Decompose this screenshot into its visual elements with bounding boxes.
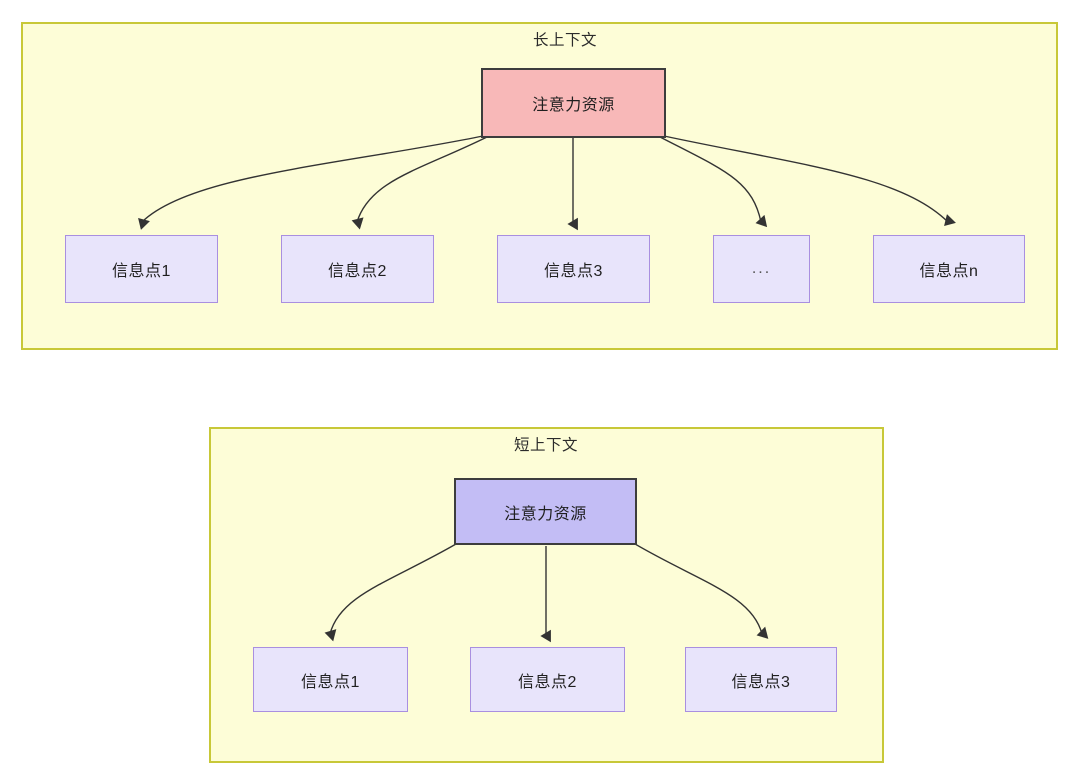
leaf-node-label: 信息点1 [112,263,171,280]
leaf-node-label: 信息点n [919,263,979,280]
group-title-short-context: 短上下文 [513,437,579,454]
leaf-node-label: 信息点3 [731,673,791,691]
leaf-node-short-1[interactable]: 信息点1 [253,647,408,712]
leaf-node-label: 信息点3 [544,263,603,280]
leaf-node-long-ellipsis[interactable]: ... [713,235,810,303]
leaf-node-long-3[interactable]: 信息点3 [497,235,650,303]
leaf-node-label: 信息点2 [518,673,577,691]
leaf-node-label: ... [751,260,772,277]
group-title-long-context: 长上下文 [532,32,598,49]
root-node-long-context[interactable]: 注意力资源 [481,68,666,138]
root-node-short-context[interactable]: 注意力资源 [454,478,637,545]
leaf-node-short-3[interactable]: 信息点3 [685,647,837,712]
leaf-node-label: 信息点1 [301,673,360,691]
leaf-node-long-n[interactable]: 信息点n [873,235,1025,303]
root-node-label: 注意力资源 [532,97,615,114]
leaf-node-short-2[interactable]: 信息点2 [470,647,625,712]
leaf-node-long-1[interactable]: 信息点1 [65,235,218,303]
leaf-node-label: 信息点2 [328,263,387,280]
leaf-node-long-2[interactable]: 信息点2 [281,235,434,303]
root-node-label: 注意力资源 [504,505,587,523]
